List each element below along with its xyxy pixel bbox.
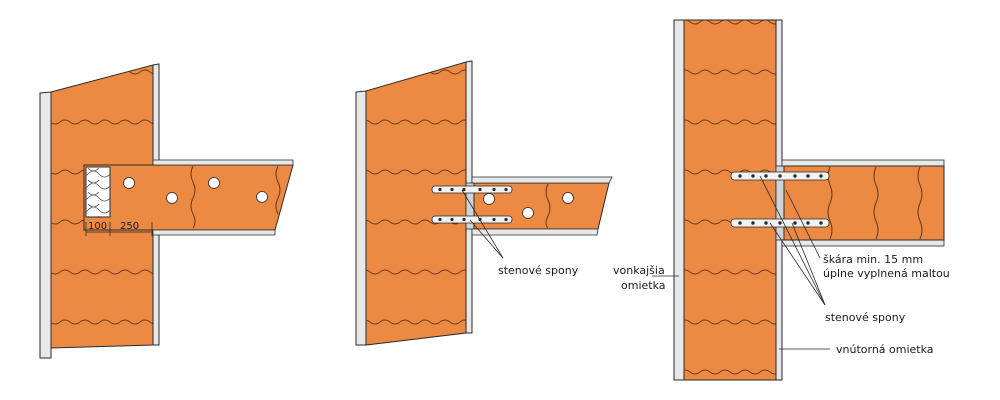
panel3-label-joint-1: škára min. 15 mm	[823, 253, 923, 266]
hole-icon	[483, 193, 495, 205]
panel-1-wall-junction-insulated: 100 250	[39, 63, 294, 359]
hole-icon	[562, 192, 574, 204]
panel-3-wall-junction-detail: vonkajšia omietka škára min. 15 mm úplne…	[613, 19, 950, 381]
hole-icon	[256, 191, 268, 203]
panel3-label-outer-plaster-1: vonkajšia	[613, 264, 665, 277]
dim-label-250: 250	[120, 221, 139, 232]
hole-icon	[208, 177, 220, 189]
panel3-label-wall-ties: stenové spony	[825, 311, 906, 324]
panel3-label-outer-plaster-2: omietka	[621, 279, 666, 292]
panel2-label-wall-ties: stenové spony	[498, 264, 579, 277]
panel1-plaster	[39, 91, 52, 359]
panel3-label-joint-2: úplne vyplnená maltou	[823, 267, 950, 280]
wall-tie-lower	[730, 218, 830, 228]
wall-tie-lower	[431, 215, 513, 224]
dim-label-100: 100	[88, 221, 107, 232]
panel3-label-inner-plaster: vnútorná omietka	[836, 343, 934, 356]
wall-tie-upper	[730, 171, 830, 181]
panel3-outer-plaster	[673, 19, 685, 381]
wall-tie-upper	[431, 185, 513, 194]
hole-icon	[123, 177, 135, 189]
hole-icon	[522, 207, 534, 219]
panel-2-wall-junction-ties: stenové spony	[355, 60, 613, 346]
hole-icon	[166, 192, 178, 204]
